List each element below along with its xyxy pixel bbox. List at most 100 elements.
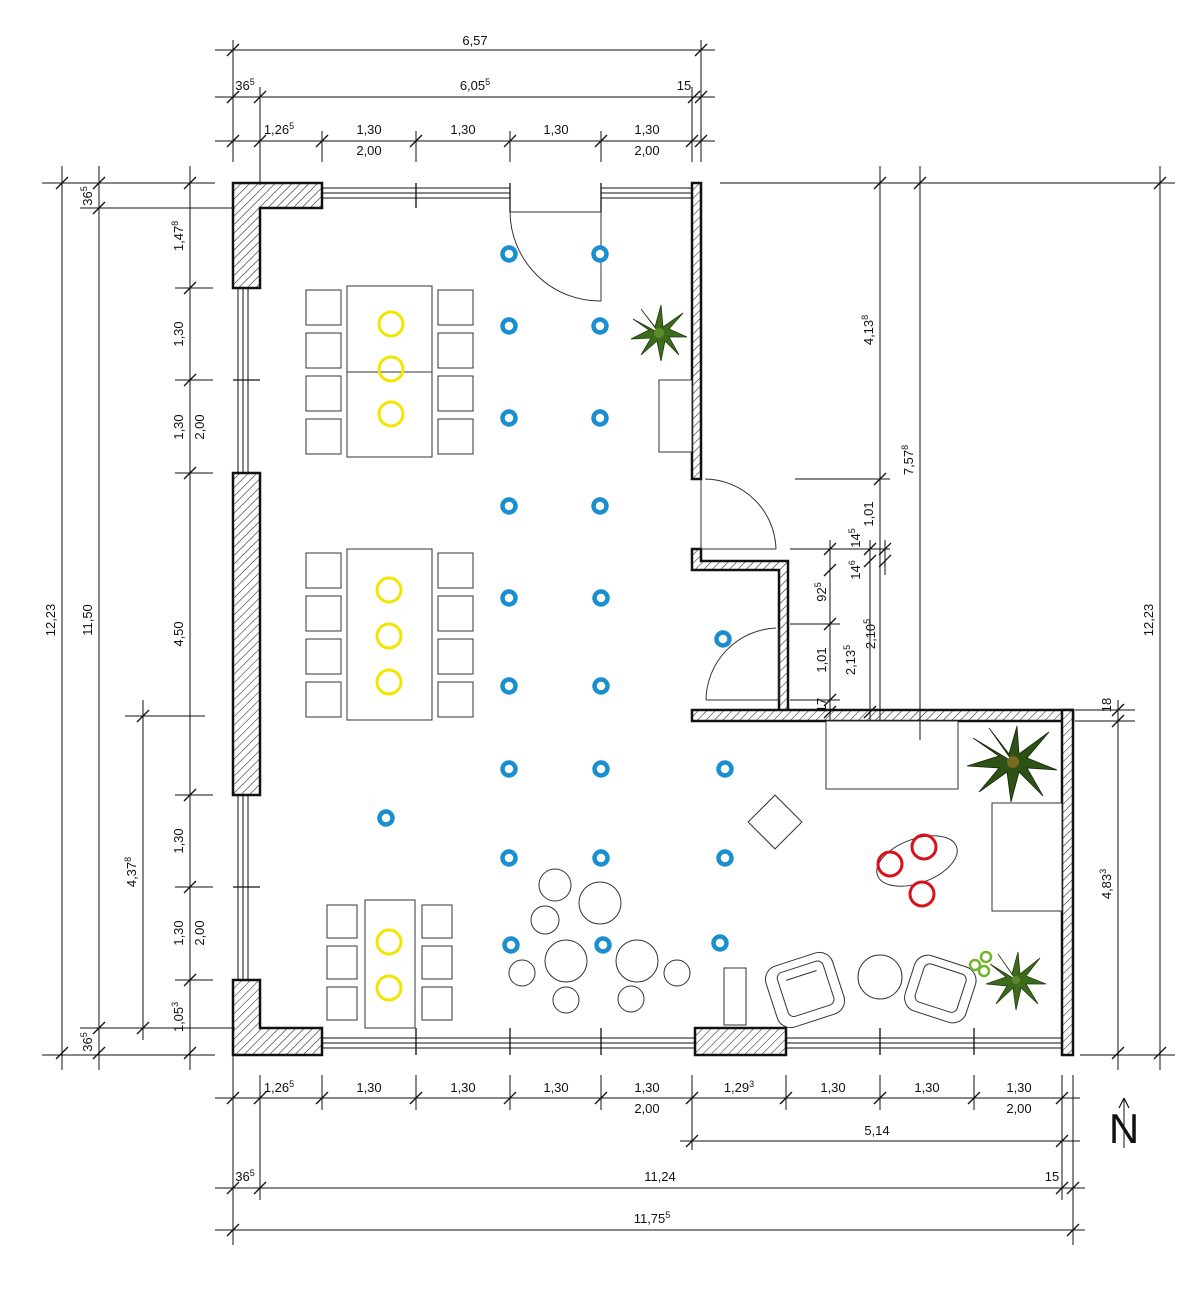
window-top-left (322, 183, 511, 212)
ceiling-light (594, 936, 612, 954)
dim-top-door-left: 2,00 (356, 143, 381, 158)
ceiling-light (500, 849, 518, 867)
dim-left-win4: 1,30 (171, 920, 186, 945)
dim-top-overall: 6,57 (462, 33, 487, 48)
window-top-right (600, 183, 692, 212)
dim-top-inner: 6,055 (460, 77, 490, 93)
dim-left-win12-height: 2,00 (192, 414, 207, 439)
ceiling-light (500, 497, 518, 515)
ceiling-light (500, 589, 518, 607)
dimension-labels: 6,57 6,055 365 15 1,265 1,30 1,30 1,30 1… (43, 33, 1156, 1226)
ceiling-light (716, 760, 734, 778)
dim-bottom-seg4: 1,30 (543, 1080, 568, 1095)
ceiling-light (592, 589, 610, 607)
window-left-lower (233, 795, 260, 980)
dim-bottom-left-wall: 365 (235, 1168, 254, 1184)
ceiling-light (592, 760, 610, 778)
door-right-upper (700, 478, 777, 550)
dim-bottom-seg9: 1,30 (1006, 1080, 1031, 1095)
wall-wing-right (1060, 708, 1075, 1057)
wall-wing-top (690, 708, 1075, 723)
dim-right-lower-wing: 4,833 (1098, 869, 1114, 899)
pendant-light (375, 668, 403, 696)
pendant-light (910, 833, 938, 861)
ceiling-light (592, 677, 610, 695)
ceiling-light (502, 936, 520, 954)
dim-top-door-right: 2,00 (634, 143, 659, 158)
dim-bottom-wing: 5,14 (864, 1123, 889, 1138)
wall-niche (690, 547, 790, 714)
dim-bottom-seg6: 1,293 (724, 1079, 754, 1095)
ceiling-light (500, 245, 518, 263)
north-arrow: N (1109, 1097, 1139, 1152)
plant-icon (966, 725, 1058, 803)
dim-bottom-door-left: 2,00 (634, 1101, 659, 1116)
ceiling-light (500, 677, 518, 695)
doors (509, 211, 780, 701)
walls (231, 181, 1075, 1057)
dim-right-step-a: 145 (847, 528, 863, 547)
pendant-light (377, 400, 405, 428)
plant-icon (985, 951, 1047, 1011)
dim-right-niche-a: 925 (813, 582, 829, 601)
pendant-light (375, 928, 403, 956)
dim-bottom-seg2: 1,30 (356, 1080, 381, 1095)
dim-bottom-seg5: 1,30 (634, 1080, 659, 1095)
dim-bottom-overall: 11,755 (634, 1210, 671, 1226)
window-bottom-left (322, 1028, 695, 1055)
dim-left-seg-bottom: 1,053 (170, 1002, 186, 1032)
ceiling-lights (377, 245, 734, 954)
dim-left-bottom-wall: 365 (79, 1032, 95, 1051)
dim-right-niche-c: 2,105 (862, 619, 878, 649)
dim-left-win3: 1,30 (171, 828, 186, 853)
dimension-lines (42, 40, 1175, 1245)
ceiling-light (711, 934, 729, 952)
dim-right-step-b: 146 (847, 560, 863, 579)
dim-top-seg3: 1,30 (450, 122, 475, 137)
door-top (509, 211, 602, 302)
ceiling-light (377, 809, 395, 827)
round-side-table (857, 954, 903, 1000)
armchair-right (904, 954, 977, 1024)
north-label: N (1109, 1105, 1139, 1152)
dim-top-seg4: 1,30 (543, 122, 568, 137)
dim-right-door-a: 1,01 (861, 501, 876, 526)
wall-bottom-pier (693, 1026, 788, 1057)
pendant-lights-red (876, 833, 938, 908)
pendant-light (375, 622, 403, 650)
pendant-light (375, 974, 403, 1002)
dim-bottom-seg7: 1,30 (820, 1080, 845, 1095)
cabinet-upper (658, 379, 693, 453)
dim-right-niche-b: 2,135 (842, 645, 858, 675)
wall-left-pier (231, 471, 262, 797)
dim-right-upper: 4,138 (860, 315, 876, 345)
dim-left-win34-height: 2,00 (192, 920, 207, 945)
dim-right-right-wall: 18 (1099, 698, 1114, 712)
dim-bottom-seg1: 1,265 (264, 1079, 294, 1095)
pendant-light (377, 310, 405, 338)
dim-top-seg1: 1,265 (264, 121, 294, 137)
dim-top-seg2: 1,30 (356, 122, 381, 137)
dim-left-seg-top: 1,478 (170, 221, 186, 251)
pendant-light (876, 850, 904, 878)
dim-top-right-wall: 15 (677, 78, 691, 93)
shelf-right (991, 802, 1063, 912)
dim-left-top-wall: 365 (79, 186, 95, 205)
pendant-light (979, 950, 993, 964)
dining-table-3 (326, 899, 453, 1029)
dim-right-long: 7,578 (900, 445, 916, 475)
ceiling-light (714, 630, 732, 648)
dim-right-door-b: 1,01 (814, 647, 829, 672)
dim-bottom-seg3: 1,30 (450, 1080, 475, 1095)
window-left-upper (233, 288, 260, 473)
dining-table-1 (305, 285, 474, 458)
dim-left-win2: 1,30 (171, 414, 186, 439)
furniture (305, 285, 1063, 1029)
dim-right-wall-small: 17 (814, 698, 829, 712)
ceiling-light (716, 849, 734, 867)
diamond-table (747, 794, 803, 850)
dim-left-wall-mid: 4,50 (171, 621, 186, 646)
wall-corner-top-left (231, 181, 324, 290)
plant-icon (630, 304, 688, 362)
